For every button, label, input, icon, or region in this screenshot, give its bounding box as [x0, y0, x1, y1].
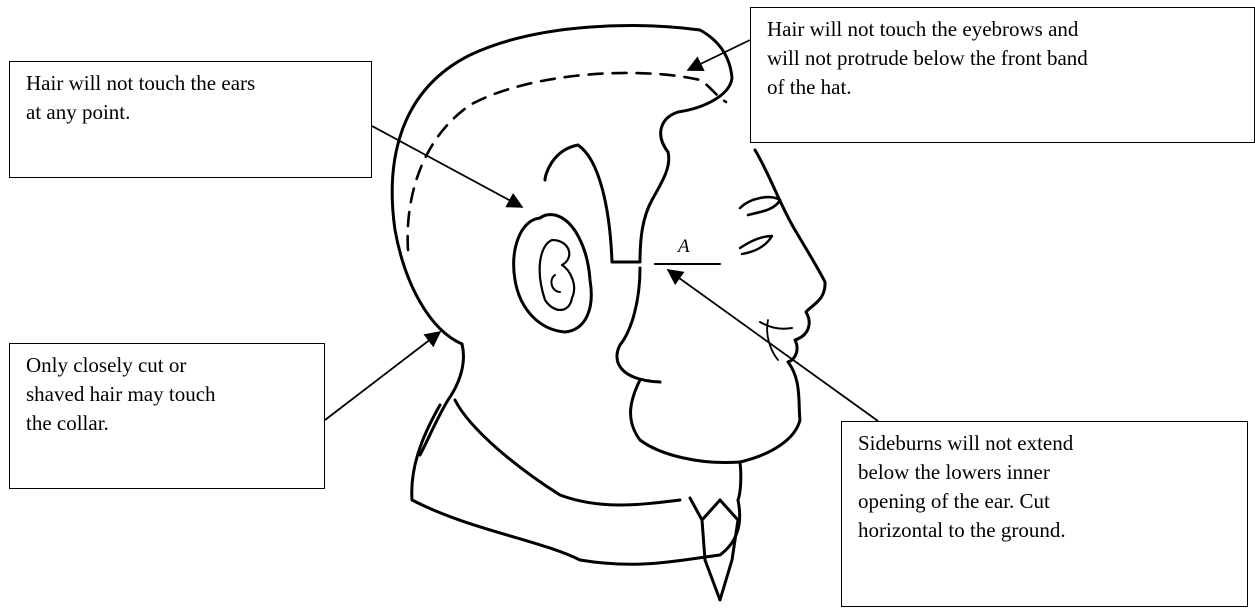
mouth-line [760, 322, 792, 329]
callout-sideburns: Sideburns will not extend below the lowe… [841, 421, 1248, 607]
collar-fold [455, 400, 680, 505]
pointer-sideburns [668, 270, 878, 421]
sideburn-marker-label: A [678, 236, 690, 258]
collar [412, 405, 740, 564]
shirt-front [738, 462, 741, 500]
hairline-dashed [408, 73, 726, 250]
pointer-collar [325, 332, 440, 420]
callout-eyebrows: Hair will not touch the eyebrows and wil… [750, 7, 1255, 143]
ear-outline [514, 215, 592, 332]
hair-outline [392, 26, 732, 344]
tie [690, 498, 738, 600]
callout-ears: Hair will not touch the ears at any poin… [9, 61, 372, 178]
callout-collar: Only closely cut or shaved hair may touc… [9, 343, 325, 489]
jaw-line [617, 268, 660, 382]
neck-back [420, 344, 463, 455]
ear-inner-curl [551, 275, 560, 292]
eye [740, 236, 772, 254]
eyebrow [740, 197, 780, 215]
ear-inner [540, 240, 574, 310]
face-profile [631, 150, 826, 463]
